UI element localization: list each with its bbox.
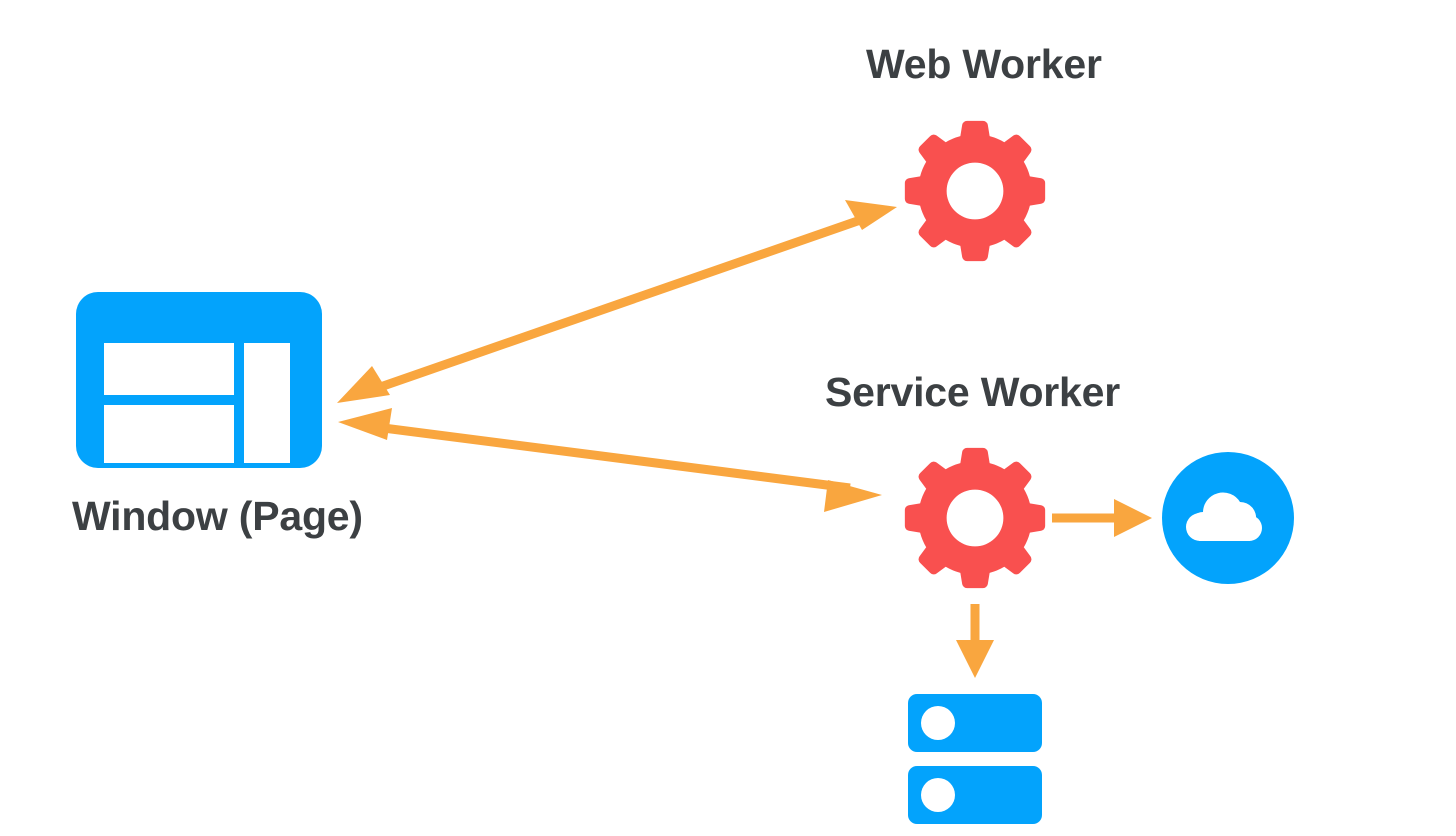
- gear-body: [904, 120, 1046, 262]
- cloud-base: [1199, 524, 1250, 541]
- service-worker-label: Service Worker: [825, 369, 1121, 415]
- arrowhead-to-cloud: [1114, 499, 1152, 537]
- edge-window-to-service-worker: [338, 408, 882, 512]
- web-worker-gear-icon[interactable]: [904, 120, 1046, 262]
- edge-window-to-web-worker: [337, 200, 897, 403]
- window-panel-bottom-left: [104, 405, 234, 463]
- edge-shaft: [364, 212, 871, 397]
- web-worker-label: Web Worker: [866, 41, 1102, 87]
- arrowhead-to-window: [338, 408, 392, 440]
- edge-shaft: [367, 421, 851, 493]
- window-page-label: Window (Page): [72, 493, 363, 539]
- arrowhead-to-window: [337, 366, 390, 403]
- storage-indicator-top: [921, 706, 955, 740]
- database-storage-icon[interactable]: [908, 694, 1042, 824]
- browser-window-icon[interactable]: [76, 292, 322, 468]
- window-panel-right: [244, 343, 290, 463]
- edge-service-worker-to-cloud: [1052, 499, 1152, 537]
- arrowhead-to-service-worker: [824, 480, 882, 512]
- edge-service-worker-to-cache: [956, 604, 994, 678]
- window-panel-top-left: [104, 343, 234, 395]
- arrowhead-to-cache: [956, 640, 994, 678]
- arrowhead-to-web-worker: [845, 200, 897, 230]
- storage-indicator-bottom: [921, 778, 955, 812]
- cloud-in-circle-icon[interactable]: [1162, 452, 1294, 584]
- service-worker-gear-icon[interactable]: [904, 447, 1046, 589]
- gear-body: [904, 447, 1046, 589]
